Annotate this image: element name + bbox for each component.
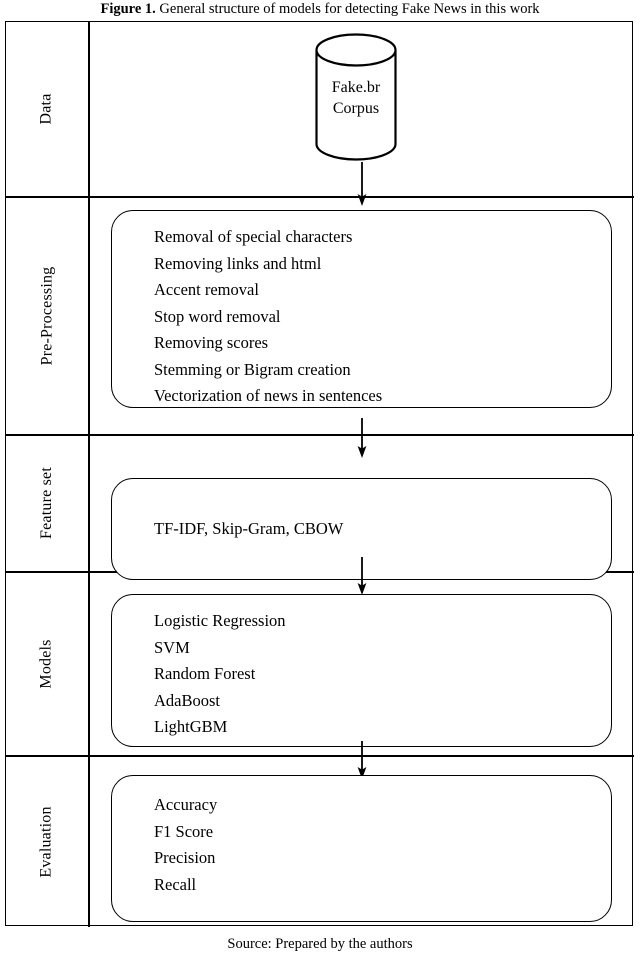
list-item: Recall [154, 874, 197, 894]
row-divider-models-evaluation [6, 755, 634, 757]
stage-label-pre-processing: Pre-Processing [6, 197, 88, 434]
list-item: Removing scores [154, 333, 269, 352]
down-arrow-icon [357, 741, 367, 779]
stage-label-feature-set-text: Feature set [37, 467, 55, 539]
list-item: LightGBM [154, 717, 228, 736]
featureset-text: TF-IDF, Skip-Gram, CBOW [154, 519, 344, 538]
preprocessing-box: Removal of special characters Removing l… [111, 210, 612, 408]
list-item: Removing links and html [154, 253, 322, 273]
arrow-preprocessing-to-featureset [355, 418, 369, 458]
list-item: Stemming or Bigram creation [154, 359, 351, 379]
arrow-featureset-to-models [355, 557, 369, 595]
evaluation-box: Accuracy F1 Score Precision Recall [111, 775, 612, 922]
stage-label-feature-set: Feature set [6, 435, 88, 571]
figure-caption-text: General structure of models for detectin… [159, 1, 540, 17]
list-item: SVM [154, 637, 190, 657]
list-item: AdaBoost [154, 690, 220, 710]
fake-br-corpus-cylinder: Fake.br Corpus [314, 33, 398, 161]
list-item: Vectorization of news in sentences [154, 386, 383, 405]
down-arrow-icon [357, 162, 367, 206]
models-list: Logistic Regression SVM Random Forest Ad… [112, 608, 611, 741]
stage-label-evaluation-text: Evaluation [38, 805, 55, 878]
row-divider-data-preprocessing [6, 196, 634, 198]
list-item: Removal of special characters [154, 227, 353, 246]
figure-frame: Data Pre-Processing Feature set Models E… [5, 21, 634, 927]
stage-label-models: Models [6, 572, 88, 755]
row-divider-preprocessing-featureset [6, 434, 634, 436]
stage-label-data-text: Data [37, 93, 55, 125]
list-item: Logistic Regression [154, 611, 286, 630]
cylinder-label: Fake.br Corpus [314, 77, 398, 119]
down-arrow-icon [357, 557, 367, 595]
stage-label-data: Data [6, 22, 88, 196]
source-note: Source: Prepared by the authors [227, 936, 413, 952]
preprocessing-list: Removal of special characters Removing l… [112, 224, 611, 410]
arrow-models-to-evaluation [355, 741, 369, 779]
figure-caption-label: Figure 1. [100, 1, 156, 17]
stage-label-evaluation: Evaluation [6, 756, 88, 927]
evaluation-list: Accuracy F1 Score Precision Recall [112, 792, 611, 898]
cylinder-label-line-2: Corpus [332, 100, 380, 117]
label-column-divider [88, 22, 90, 927]
list-item: Random Forest [154, 664, 256, 683]
stage-label-models-text: Models [37, 638, 55, 689]
figure-caption: Figure 1. General structure of models fo… [0, 0, 640, 19]
list-item: Accuracy [154, 795, 218, 814]
arrow-data-to-preprocessing [355, 162, 369, 206]
cylinder-shape-icon [315, 33, 397, 161]
list-item: Precision [154, 848, 216, 867]
cylinder-label-line-1: Fake.br [331, 79, 381, 96]
down-arrow-icon [357, 418, 367, 458]
models-box: Logistic Regression SVM Random Forest Ad… [111, 594, 612, 747]
list-item: Accent removal [154, 280, 259, 299]
list-item: F1 Score [154, 821, 214, 841]
list-item: Stop word removal [154, 306, 281, 326]
stage-label-pre-processing-text: Pre-Processing [38, 266, 56, 365]
